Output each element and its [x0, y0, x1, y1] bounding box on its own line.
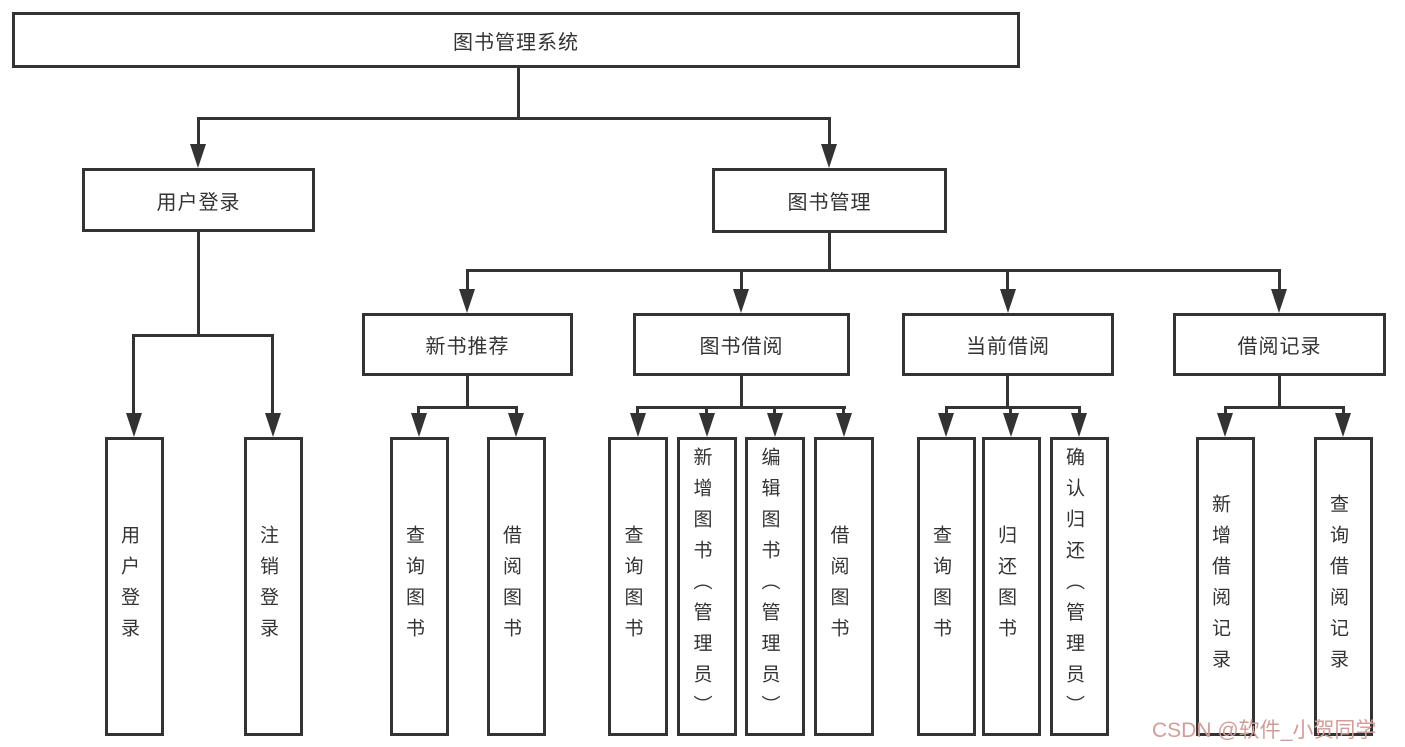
- arrow-down-icon: [265, 413, 281, 437]
- node-label: 当前借阅: [966, 336, 1050, 358]
- node-label: 编辑图书（管理员）: [758, 447, 780, 726]
- arrow-down-icon: [1003, 413, 1019, 437]
- connector-line: [1224, 406, 1345, 409]
- node-label: 注销登录: [257, 524, 278, 649]
- arrow-down-icon: [126, 413, 142, 437]
- node-current-borrow: 当前借阅: [902, 313, 1114, 376]
- arrow-down-icon: [1335, 413, 1351, 437]
- leaf-add-book-admin: 新增图书（管理员）: [677, 437, 737, 736]
- arrow-down-icon: [821, 144, 837, 168]
- arrow-down-icon: [508, 413, 524, 437]
- leaf-borrow-books: 借阅图书: [814, 437, 874, 736]
- leaf-query-books-recommend: 查询图书: [390, 437, 449, 736]
- node-label: 查询借阅记录: [1327, 493, 1348, 680]
- connector-line: [271, 334, 274, 420]
- leaf-edit-book-admin: 编辑图书（管理员）: [745, 437, 805, 736]
- arrow-down-icon: [1000, 289, 1016, 313]
- node-label: 确认归还（管理员）: [1063, 447, 1084, 726]
- arrow-down-icon: [938, 413, 954, 437]
- leaf-confirm-return-admin: 确认归还（管理员）: [1050, 437, 1109, 736]
- node-label: 新增图书（管理员）: [690, 447, 712, 726]
- node-label: 借阅图书: [827, 524, 849, 649]
- node-label: 图书借阅: [699, 336, 784, 358]
- node-book-borrow: 图书借阅: [633, 313, 850, 376]
- node-label: 用户登录: [156, 191, 241, 214]
- connector-line: [197, 232, 200, 336]
- connector-line: [1278, 374, 1281, 408]
- connector-line: [517, 68, 520, 120]
- leaf-borrow-books-recommend: 借阅图书: [487, 437, 546, 736]
- node-label: 查询图书: [403, 524, 424, 649]
- arrow-down-icon: [733, 289, 749, 313]
- node-label: 图书管理: [787, 192, 872, 214]
- arrow-down-icon: [767, 413, 783, 437]
- arrow-down-icon: [190, 144, 206, 168]
- connector-line: [466, 374, 469, 408]
- connector-line: [197, 117, 200, 150]
- node-root: 图书管理系统: [12, 12, 1020, 68]
- connector-line: [417, 406, 518, 409]
- node-label: 用户登录: [118, 524, 139, 649]
- node-label: 借阅记录: [1237, 336, 1322, 358]
- arrow-down-icon: [411, 413, 427, 437]
- connector-line: [740, 374, 743, 408]
- connector-line: [1006, 269, 1009, 296]
- leaf-add-borrow-record: 新增借阅记录: [1196, 437, 1255, 736]
- leaf-query-books-current: 查询图书: [917, 437, 976, 736]
- node-borrow-records: 借阅记录: [1173, 313, 1386, 376]
- arrow-down-icon: [1217, 413, 1233, 437]
- node-label: 归还图书: [995, 524, 1016, 649]
- leaf-logout: 注销登录: [244, 437, 303, 736]
- node-new-book-recommend: 新书推荐: [362, 313, 573, 376]
- node-book-management: 图书管理: [712, 168, 947, 233]
- arrow-down-icon: [1271, 289, 1287, 313]
- node-label: 查询图书: [930, 524, 951, 649]
- node-label: 查询图书: [621, 524, 643, 649]
- node-user-login: 用户登录: [82, 168, 315, 232]
- arrow-down-icon: [836, 413, 852, 437]
- node-label: 图书管理系统: [453, 31, 579, 54]
- arrow-down-icon: [630, 413, 646, 437]
- node-label: 借阅图书: [500, 524, 521, 649]
- arrow-down-icon: [459, 289, 475, 313]
- connector-line: [1278, 269, 1281, 296]
- connector-line: [466, 269, 1281, 272]
- connector-line: [132, 334, 135, 420]
- arrow-down-icon: [699, 413, 715, 437]
- csdn-watermark: CSDN @软件_小贺同学: [1152, 719, 1377, 742]
- leaf-user-login: 用户登录: [105, 437, 164, 736]
- connector-line: [1006, 374, 1009, 408]
- connector-line: [197, 117, 831, 120]
- connector-line: [466, 269, 469, 296]
- node-label: 新书推荐: [425, 336, 510, 358]
- node-label: 新增借阅记录: [1209, 493, 1230, 680]
- leaf-query-borrow-record: 查询借阅记录: [1314, 437, 1373, 736]
- connector-line: [740, 269, 743, 296]
- connector-line: [636, 406, 846, 409]
- connector-line: [945, 406, 1081, 409]
- arrow-down-icon: [1071, 413, 1087, 437]
- connector-line: [828, 232, 831, 271]
- leaf-query-books-borrow: 查询图书: [608, 437, 668, 736]
- leaf-return-book: 归还图书: [982, 437, 1041, 736]
- connector-line: [828, 117, 831, 150]
- connector-line: [132, 334, 274, 337]
